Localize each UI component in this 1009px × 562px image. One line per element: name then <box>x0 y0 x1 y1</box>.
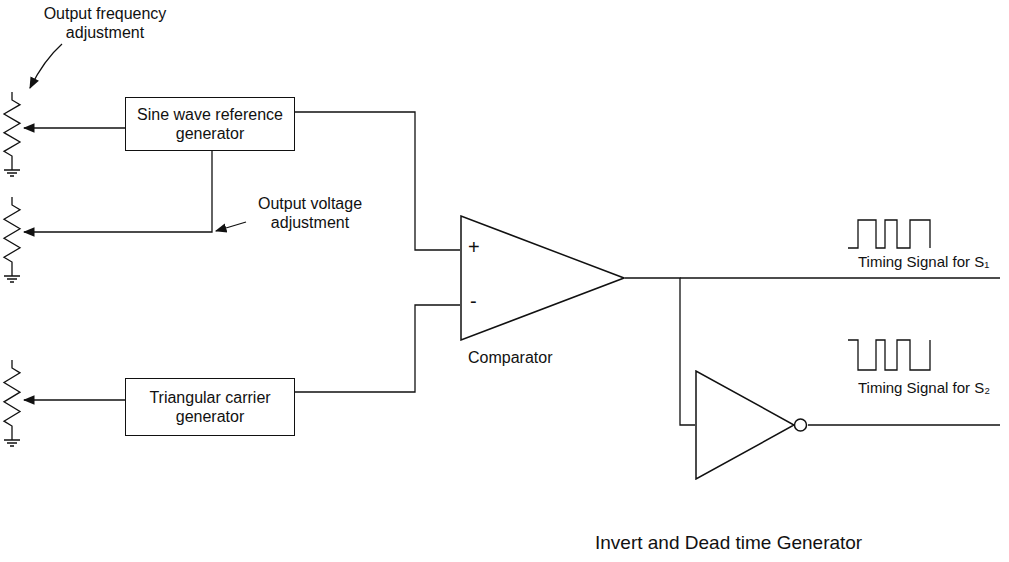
generator-box: Sine wave reference generator <box>125 97 295 151</box>
symbol-label: Invert and Dead time Generator <box>595 532 862 554</box>
potentiometer-symbol <box>4 92 20 176</box>
symbol-outline <box>460 215 625 341</box>
potentiometer-symbol <box>4 360 20 446</box>
inverter-symbol: Invert and Dead time Generator <box>695 370 808 480</box>
leader-arrow <box>30 44 62 88</box>
symbol-label: Comparator <box>468 349 552 367</box>
output-wire <box>680 277 1000 278</box>
potentiometer-symbol <box>4 197 20 282</box>
pwm-waveform <box>848 220 930 248</box>
box-label: Triangular carrier generator <box>134 388 286 426</box>
leader-arrow <box>216 222 246 231</box>
pin-sign: - <box>470 292 486 311</box>
generator-box: Triangular carrier generator <box>125 378 295 436</box>
output-wire <box>808 424 1000 425</box>
wiper-arrow <box>24 127 125 128</box>
pin-sign: + <box>468 238 484 257</box>
annotation: Output voltage adjustment <box>250 194 370 232</box>
pwm-waveform <box>848 340 930 370</box>
annotation: Output frequency adjustment <box>40 4 170 42</box>
signal-wire <box>295 305 460 392</box>
signal-wire <box>625 278 695 425</box>
box-label: Sine wave reference generator <box>134 105 286 143</box>
wiper-arrow <box>24 399 125 400</box>
symbol-outline <box>695 370 808 480</box>
comparator-symbol: Comparator <box>460 215 625 341</box>
signal-name: Timing Signal for S₁ <box>858 252 1008 271</box>
wiper-arrow <box>24 150 212 232</box>
signal-name: Timing Signal for S₂ <box>858 378 1008 397</box>
